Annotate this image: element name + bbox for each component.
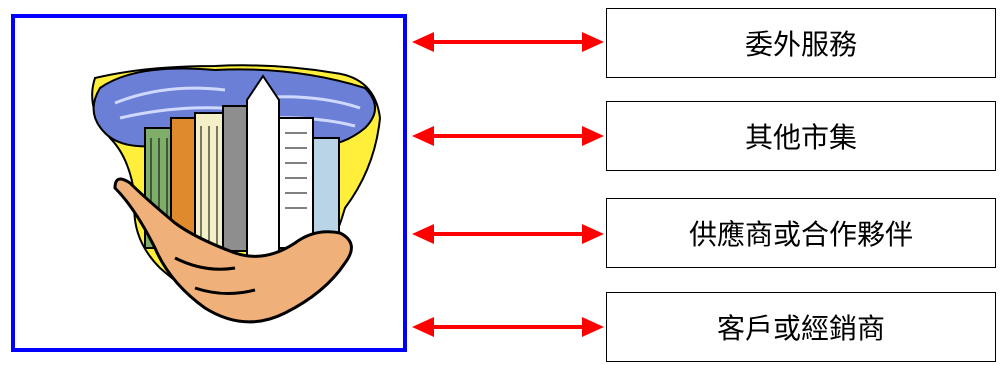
double-arrow-1 (412, 32, 604, 52)
label-suppliers-partners: 供應商或合作夥伴 (688, 218, 913, 251)
double-arrow-4 (412, 317, 604, 337)
label-outsourcing: 委外服務 (744, 28, 857, 61)
label-customers-distributors: 客戶或經銷商 (716, 312, 885, 345)
label-box-other-markets: 其他市集 (606, 101, 996, 171)
double-arrow-2 (412, 126, 604, 146)
label-box-suppliers-partners: 供應商或合作夥伴 (606, 198, 996, 268)
double-arrow-3 (412, 224, 604, 244)
label-box-outsourcing: 委外服務 (606, 8, 996, 78)
label-box-customers-distributors: 客戶或經銷商 (606, 292, 996, 362)
center-image-frame (11, 14, 407, 352)
hand-holding-city-illustration (91, 64, 382, 324)
label-other-markets: 其他市集 (744, 121, 857, 154)
